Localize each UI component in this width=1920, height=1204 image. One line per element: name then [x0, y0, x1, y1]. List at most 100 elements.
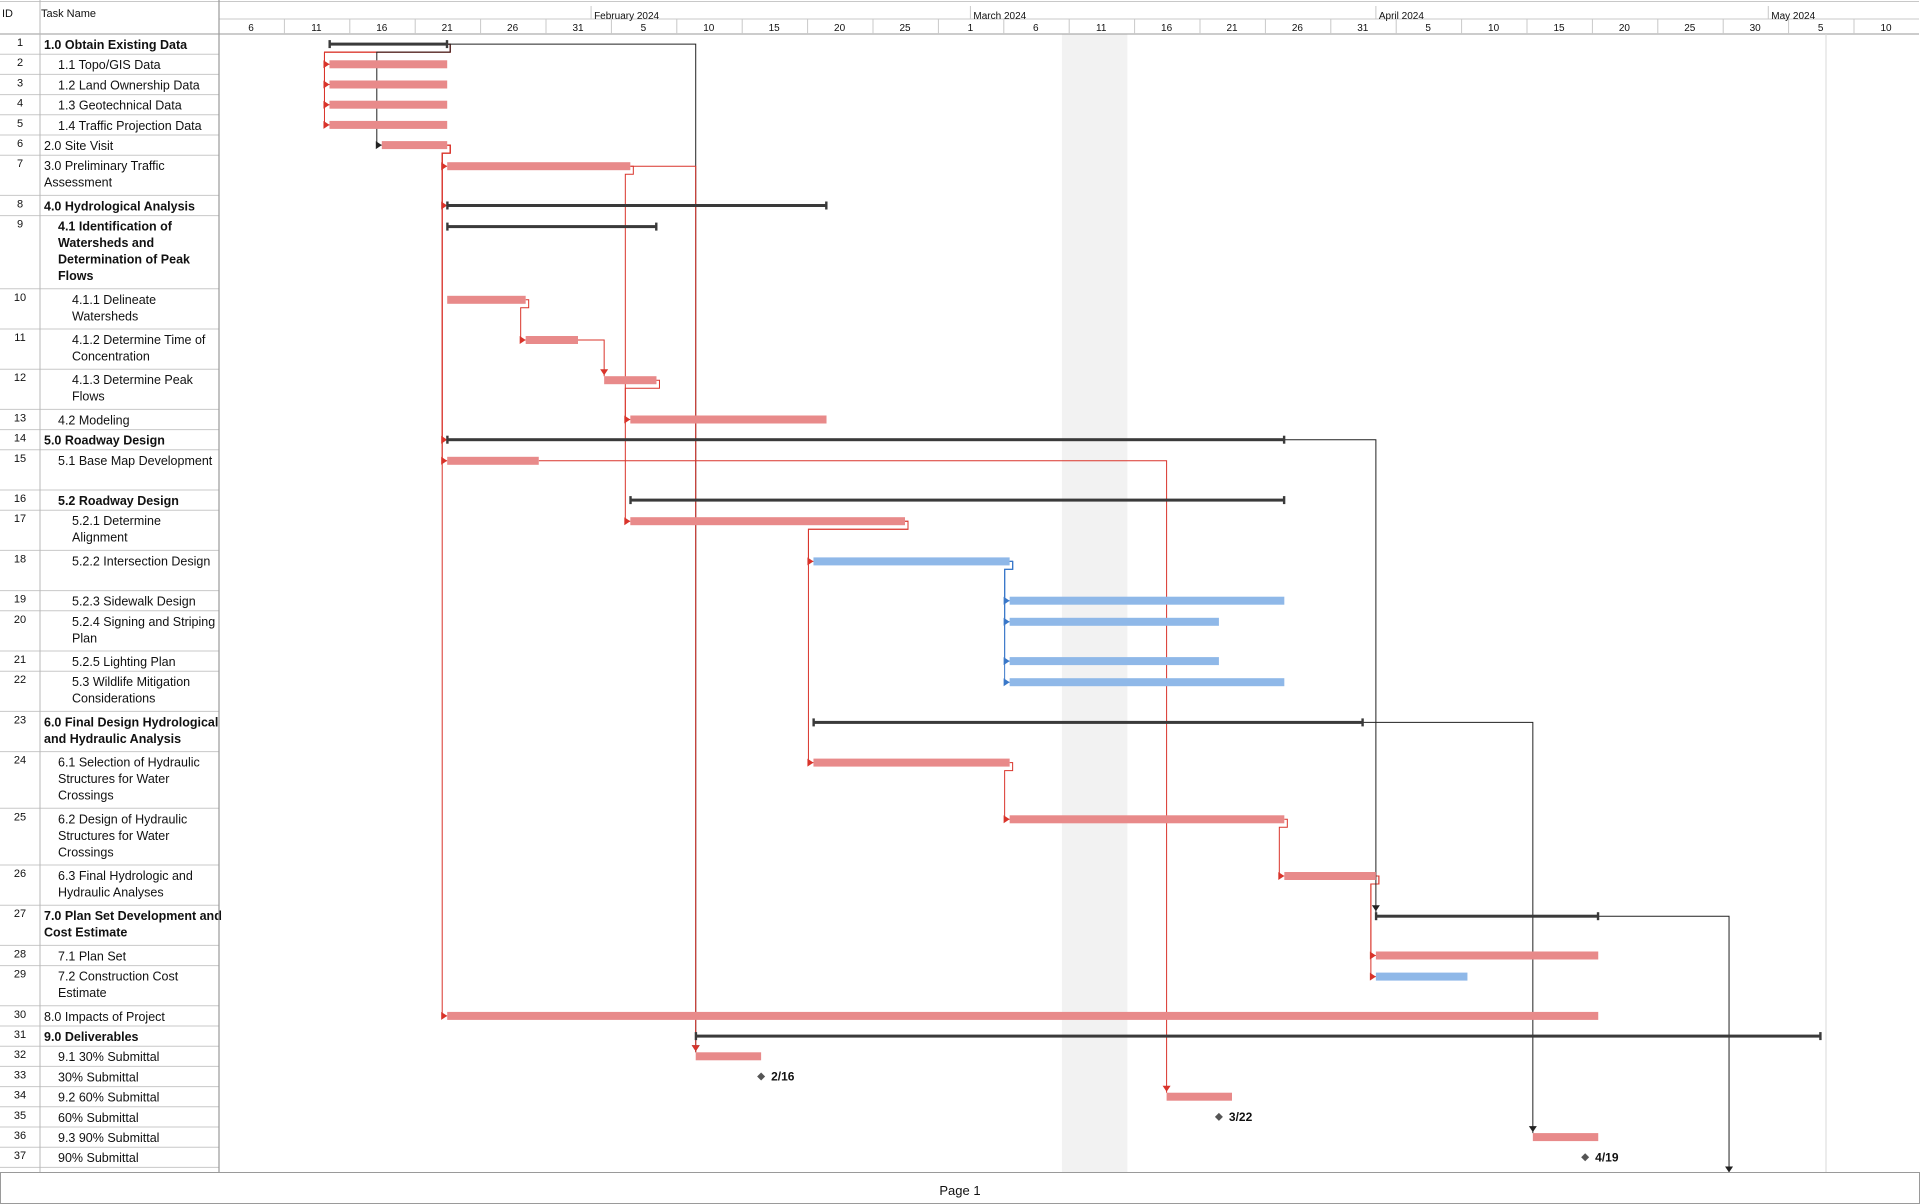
- task-id: 37: [14, 1150, 26, 1162]
- task-bar: [329, 80, 448, 89]
- task-name: 60% Submittal: [58, 1111, 139, 1125]
- day-label: 31: [1357, 23, 1369, 34]
- task-id: 17: [14, 513, 26, 525]
- task-id: 30: [14, 1009, 26, 1021]
- link-arrowhead: [519, 336, 526, 344]
- task-bar: [604, 376, 657, 385]
- task-id: 2: [17, 57, 23, 69]
- summary-bar-end-cap: [1282, 435, 1286, 444]
- summary-bar-end-cap: [445, 40, 449, 49]
- task-name: 4.2 Modeling: [58, 413, 130, 427]
- task-id: 22: [14, 674, 26, 686]
- task-id: 27: [14, 908, 26, 920]
- task-bar: [813, 557, 1010, 566]
- task-bar: [1009, 657, 1219, 666]
- dependency-link: [1598, 915, 1730, 1172]
- task-id: 12: [14, 372, 26, 384]
- task-bar: [1009, 596, 1285, 605]
- task-id: 14: [14, 433, 26, 445]
- task-name: 4.1.3 Determine Peak: [72, 373, 194, 387]
- day-label: 6: [248, 23, 254, 34]
- dependency-link: [578, 339, 605, 377]
- task-name: Flows: [58, 269, 93, 283]
- task-name: 6.1 Selection of Hydraulic: [58, 756, 200, 770]
- task-name: 1.3 Geotechnical Data: [58, 99, 182, 113]
- milestone-marker: [757, 1072, 766, 1081]
- summary-bar: [1375, 914, 1599, 918]
- link-arrowhead: [375, 141, 382, 150]
- link-arrowhead: [624, 517, 631, 526]
- task-name: 1.4 Traffic Projection Data: [58, 119, 202, 133]
- summary-bar: [695, 1034, 1821, 1038]
- dependency-link: [807, 520, 909, 562]
- task-name: Determination of Peak: [58, 253, 190, 267]
- month-label: March 2024: [973, 11, 1026, 22]
- task-name: 9.2 60% Submittal: [58, 1091, 159, 1105]
- task-name: 9.0 Deliverables: [44, 1030, 139, 1044]
- task-id: 1: [17, 37, 23, 49]
- task-name: 6.0 Final Design Hydrological: [44, 715, 218, 729]
- link-arrowhead: [1369, 972, 1376, 981]
- task-id: 18: [14, 553, 26, 565]
- task-id: 5: [17, 118, 23, 130]
- summary-bar-end-cap: [1282, 496, 1286, 505]
- dependency-link: [538, 460, 1168, 1093]
- task-name: Estimate: [58, 986, 107, 1000]
- task-bar: [813, 758, 1010, 767]
- task-id: 26: [14, 868, 26, 880]
- task-id: 24: [14, 755, 26, 767]
- task-id: 4: [17, 98, 23, 110]
- task-id: 31: [14, 1029, 26, 1041]
- dependency-link: [1284, 439, 1377, 913]
- milestone-label: 4/19: [1595, 1150, 1619, 1164]
- summary-bar-end-cap: [825, 201, 828, 210]
- dependency-link: [1004, 560, 1014, 623]
- day-label: 10: [1488, 23, 1500, 34]
- dependency-link: [520, 299, 530, 341]
- dependency-link: [630, 165, 697, 1053]
- summary-bar-start-cap: [446, 222, 449, 231]
- task-id: 33: [14, 1069, 26, 1081]
- link-arrowhead: [807, 758, 814, 767]
- summary-bar-start-cap: [446, 435, 449, 444]
- task-bar: [1375, 951, 1599, 960]
- summary-bar-start-cap: [446, 201, 449, 210]
- day-label: 5: [1425, 23, 1431, 34]
- task-bar: [1009, 815, 1285, 824]
- day-label: 10: [1880, 23, 1892, 34]
- day-label: 31: [572, 23, 584, 34]
- summary-bar-start-cap: [812, 718, 815, 727]
- task-name: 5.2.1 Determine: [72, 514, 161, 528]
- task-bar: [1532, 1133, 1599, 1142]
- day-label: 16: [1161, 23, 1173, 34]
- task-id: 3: [17, 77, 23, 89]
- day-label: 25: [1684, 23, 1696, 34]
- task-bar: [1375, 972, 1468, 981]
- task-bar: [525, 336, 578, 344]
- day-label: 21: [442, 23, 454, 34]
- task-name: Crossings: [58, 845, 114, 859]
- task-name: 7.2 Construction Cost: [58, 970, 179, 984]
- milestone-label: 2/16: [771, 1070, 795, 1084]
- summary-bar: [329, 42, 448, 46]
- task-name: 2.0 Site Visit: [44, 139, 114, 153]
- task-name: 1.2 Land Ownership Data: [58, 78, 200, 92]
- task-id: 10: [14, 292, 26, 304]
- task-bar: [381, 141, 448, 150]
- summary-bar: [630, 498, 1285, 502]
- task-name: 5.2.4 Signing and Striping: [72, 615, 215, 629]
- task-name: Assessment: [44, 176, 113, 190]
- task-id: 6: [17, 138, 23, 150]
- task-id: 36: [14, 1130, 26, 1142]
- day-label: 10: [703, 23, 715, 34]
- task-id: 25: [14, 811, 26, 823]
- task-id: 19: [14, 594, 26, 606]
- link-arrowhead: [1003, 678, 1010, 687]
- task-name: 6.2 Design of Hydraulic: [58, 812, 187, 826]
- month-label: April 2024: [1379, 11, 1424, 22]
- task-id: 32: [14, 1049, 26, 1061]
- task-bar: [447, 295, 526, 304]
- dependency-link: [441, 144, 451, 441]
- task-name: 6.3 Final Hydrologic and: [58, 869, 193, 883]
